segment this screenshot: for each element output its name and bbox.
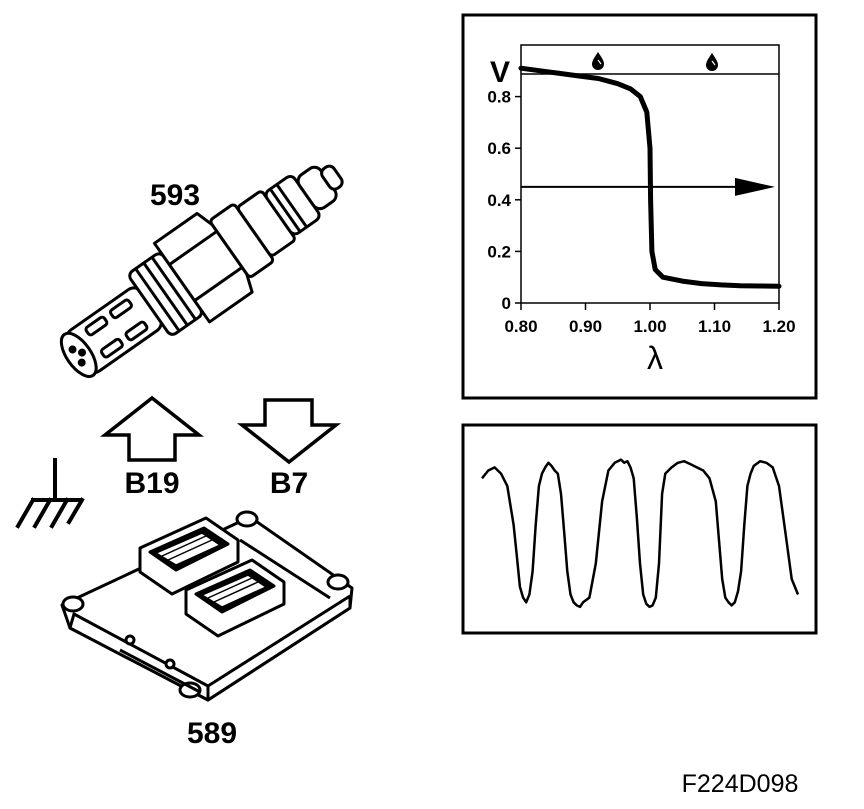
chart-y-tick-label: 0.8 (487, 88, 511, 107)
chart-series-line (518, 65, 782, 289)
arrow-down-icon (236, 398, 342, 465)
chart-y-tick-label: 0 (502, 294, 511, 313)
oxygen-sensor-illustration (59, 164, 344, 378)
oscilloscope-waveform-panel (461, 423, 818, 635)
chart-x-axis-label: λ (647, 340, 663, 376)
chart-x-tick-label: 1.10 (698, 317, 731, 336)
chart-y-tick-label: 0.2 (487, 242, 511, 261)
ecu-number: 589 (187, 717, 237, 750)
chart-x-tick-label: 0.80 (504, 317, 537, 336)
chart-arrowhead-icon (735, 177, 775, 196)
waveform-frame (461, 423, 818, 635)
chart-y-tick-label: 0.4 (487, 191, 511, 210)
fuel-drop-icon (592, 52, 604, 70)
ecu-control-module-illustration (60, 510, 354, 702)
ground-symbol-icon (15, 458, 85, 529)
chart-y-tick-label: 0.6 (487, 139, 511, 158)
signal-out-label: B7 (270, 467, 308, 500)
waveform-signal-line (481, 458, 800, 609)
arrow-up-icon (99, 395, 205, 462)
signal-in-label: B19 (124, 467, 179, 500)
figure-code: F224D098 (682, 770, 799, 798)
lambda-voltage-chart: 0 0.2 0.4 0.6 0.8 0.80 0.90 1.00 1.10 1.20 V λ (461, 13, 818, 400)
chart-x-tick-label: 1.20 (762, 317, 795, 336)
chart-x-tick-label: 1.00 (633, 317, 666, 336)
fuel-drop-icon (706, 53, 718, 71)
chart-y-axis-label: V (490, 56, 510, 89)
chart-frame (461, 13, 818, 400)
chart-x-tick-label: 0.90 (569, 317, 602, 336)
sensor-number: 593 (150, 179, 200, 212)
